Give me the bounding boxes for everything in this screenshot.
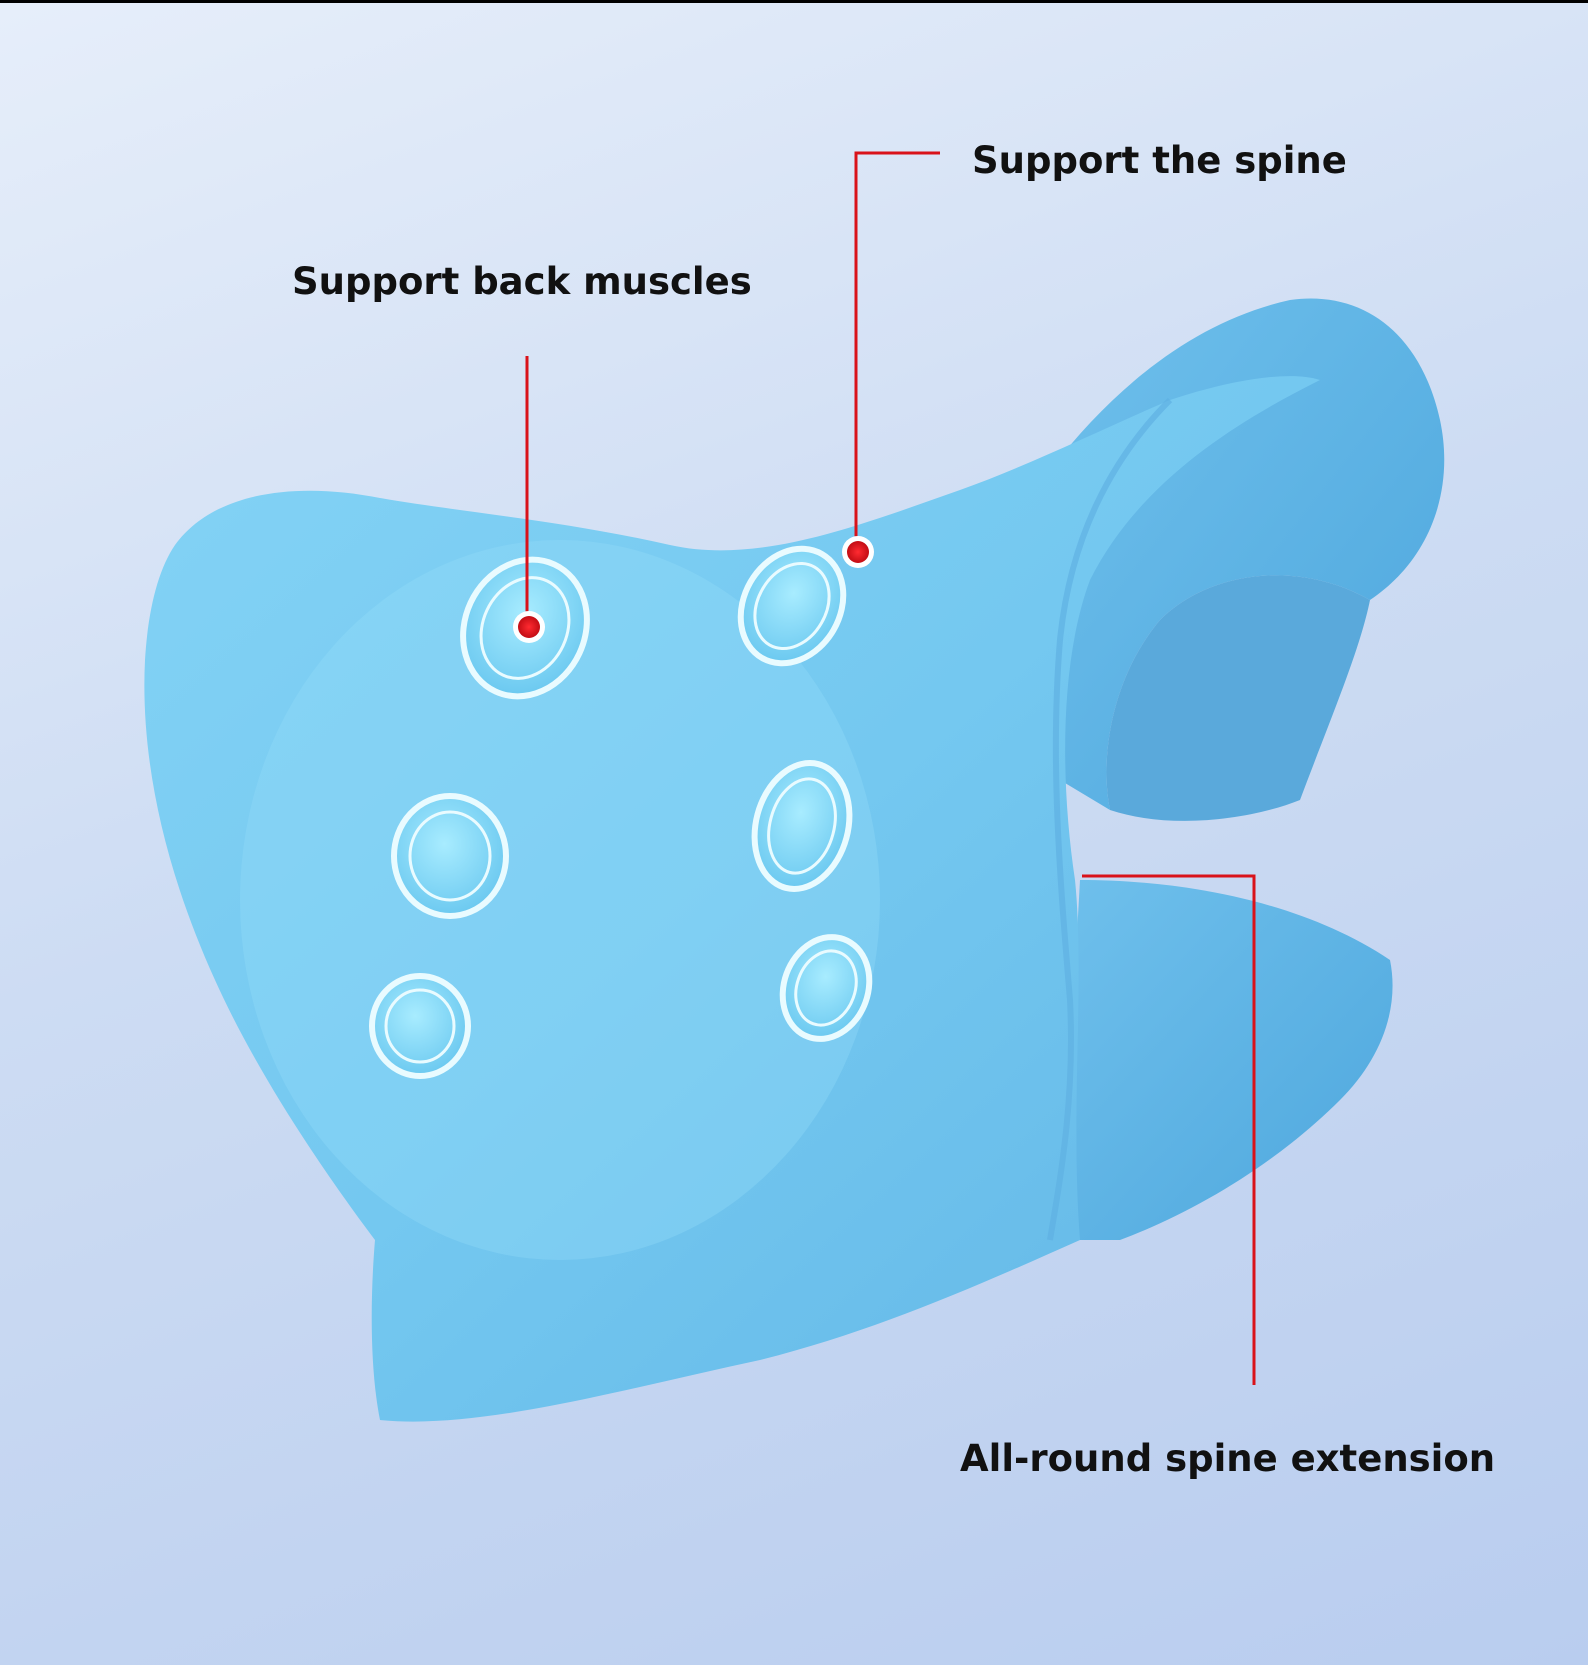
massage-point (391, 793, 509, 919)
massage-point (369, 973, 471, 1079)
callout-support-spine: Support the spine (972, 139, 1347, 182)
pillow-base (1060, 880, 1393, 1240)
leader-line-extension (1082, 874, 1256, 1385)
pillow-highlight (240, 540, 880, 1260)
massage-point (751, 760, 853, 892)
leader-dot-muscles-core (518, 616, 540, 638)
pillow-body (144, 376, 1320, 1422)
leader-dot-spine-core (847, 541, 869, 563)
massage-point (737, 545, 847, 667)
leader-line-spine (854, 151, 940, 552)
pillow-hollow (1106, 575, 1370, 821)
callout-support-back-muscles: Support back muscles (292, 260, 752, 303)
massage-point (779, 934, 873, 1042)
top-border (0, 0, 1588, 3)
callout-all-round-spine-extension: All-round spine extension (960, 1437, 1496, 1480)
pillow-crease (1047, 397, 1173, 1241)
